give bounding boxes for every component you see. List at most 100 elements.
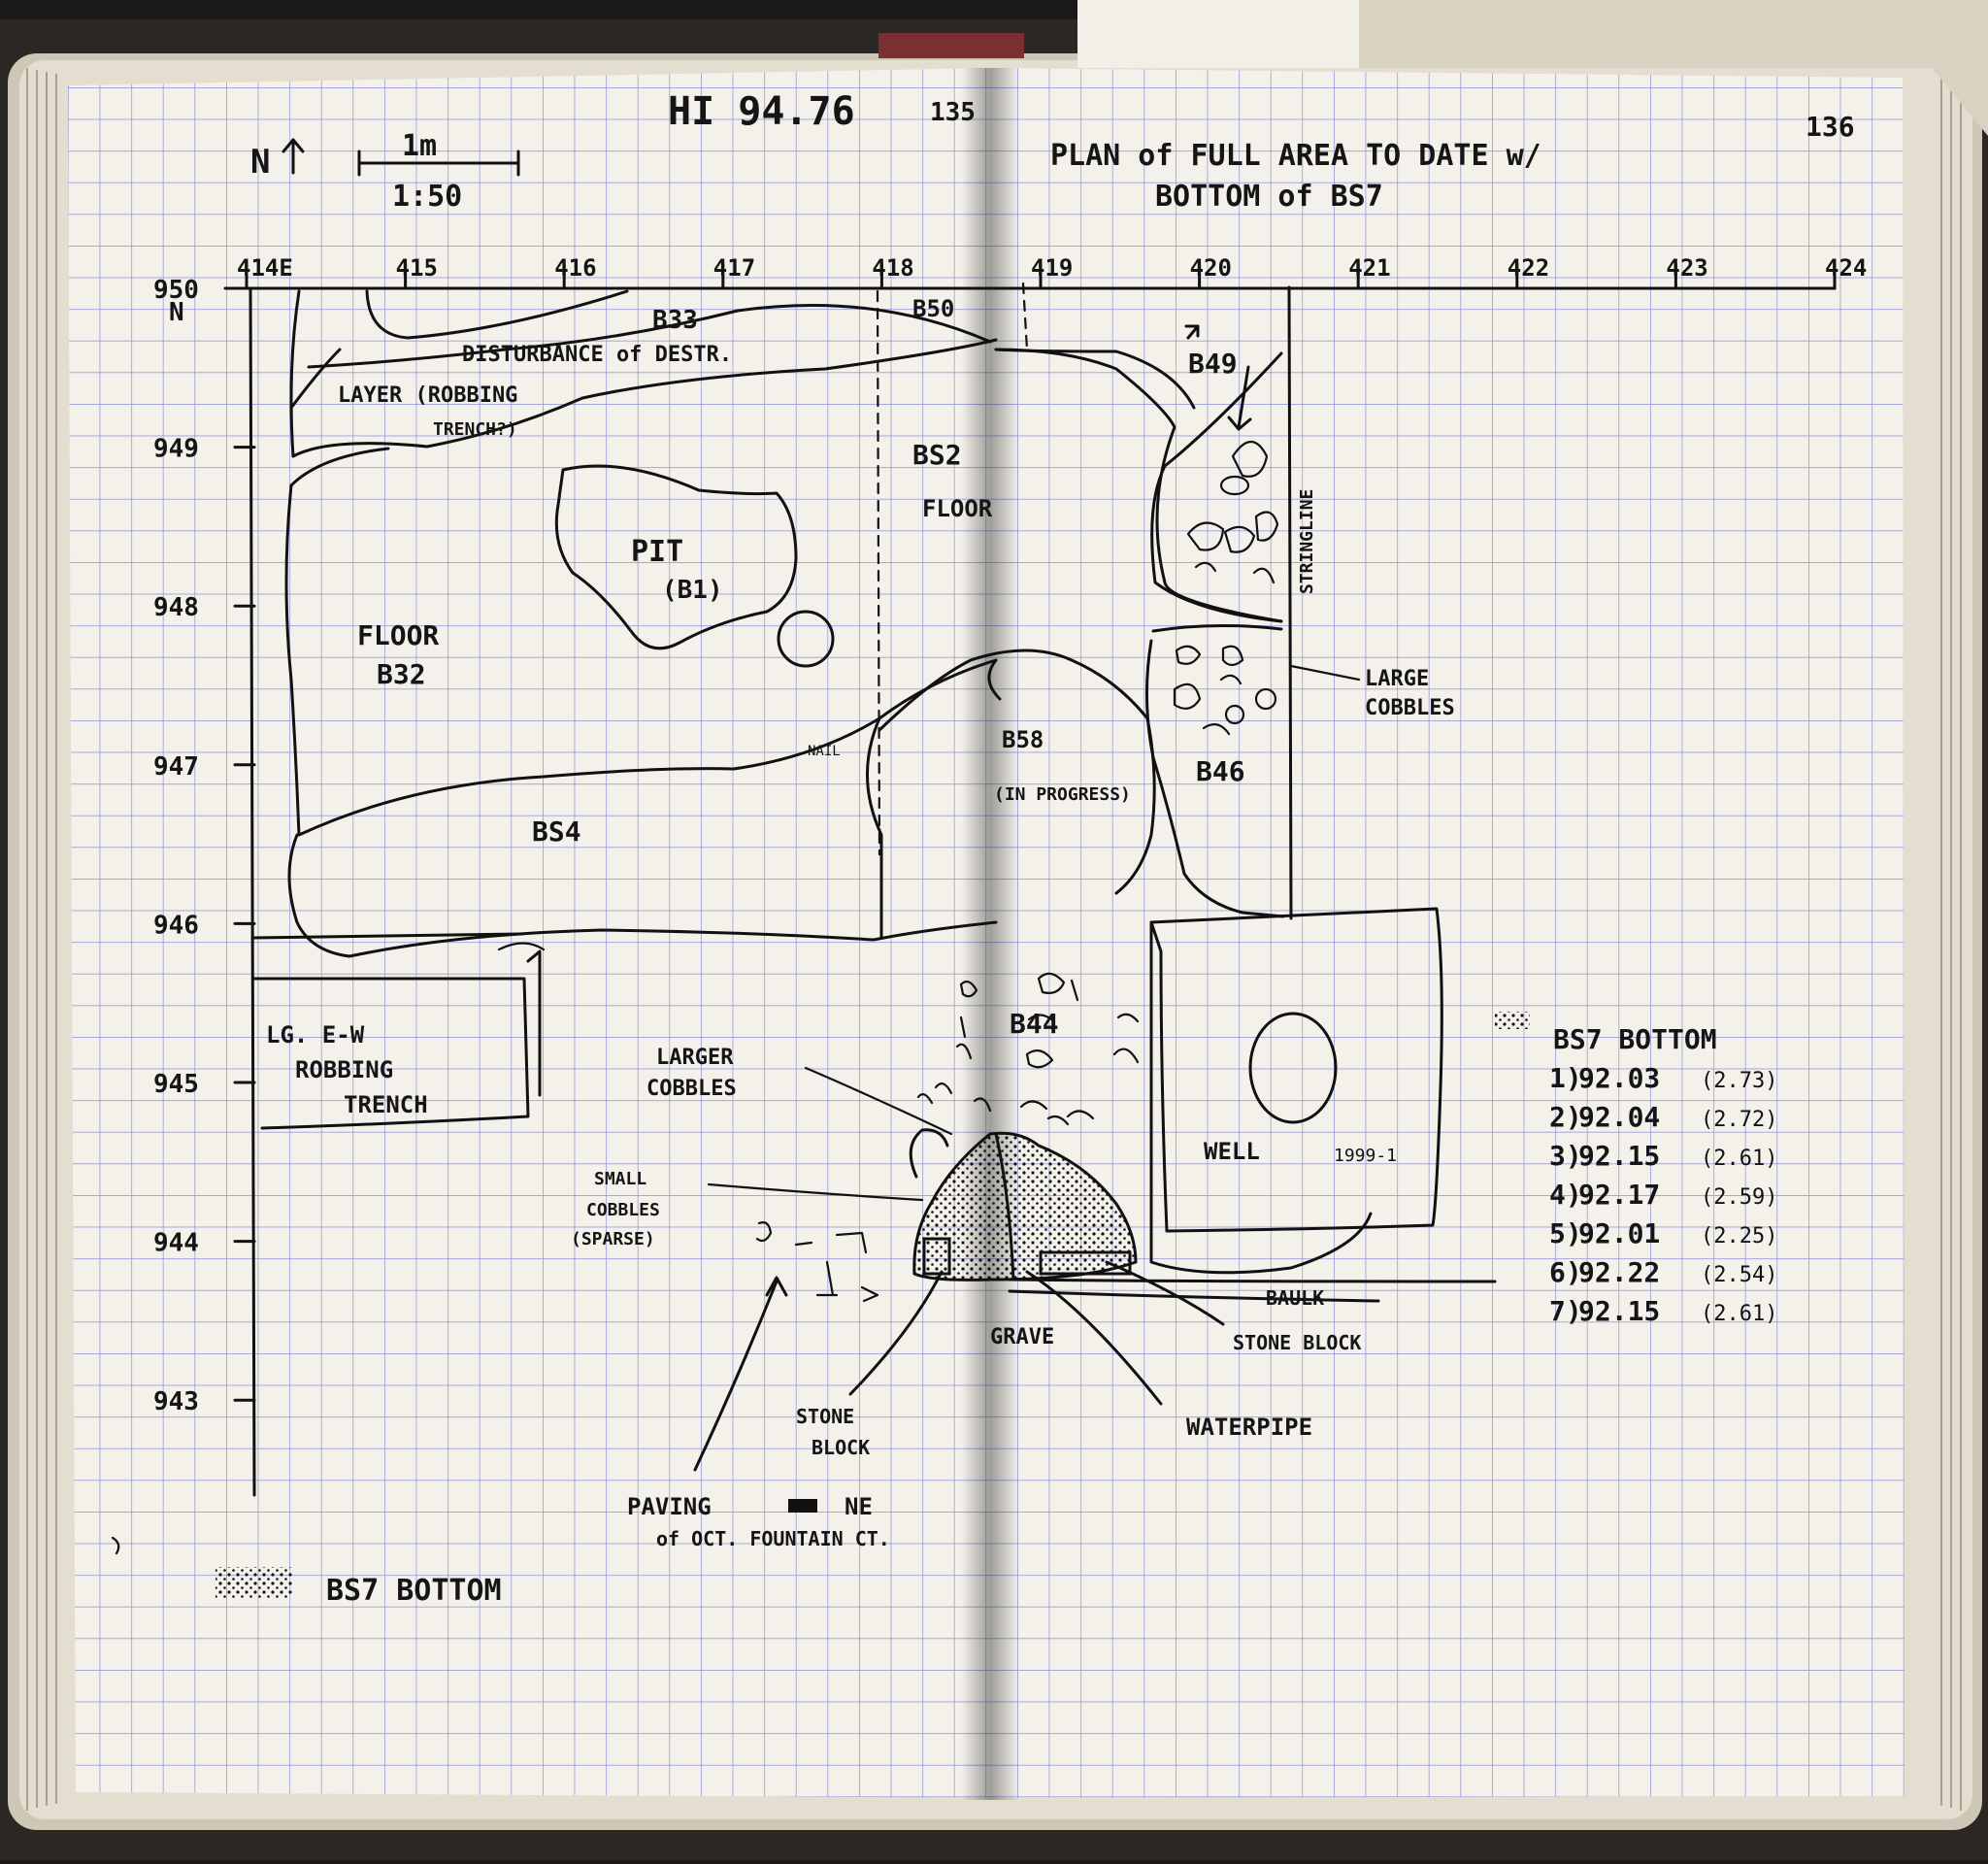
label-pit: PIT bbox=[631, 535, 683, 569]
gutter-shadow bbox=[961, 68, 1019, 1800]
label-lg-trench-3: TRENCH bbox=[344, 1091, 428, 1118]
label-b49: B49 bbox=[1188, 348, 1238, 380]
label-b46: B46 bbox=[1196, 755, 1245, 787]
north-label: N bbox=[250, 143, 270, 182]
label-waterpipe: WATERPIPE bbox=[1186, 1414, 1312, 1441]
b49-arrow-top bbox=[1184, 324, 1200, 340]
table-row-depth: (2.54) bbox=[1701, 1263, 1777, 1287]
label-floor: FLOOR bbox=[357, 619, 439, 651]
label-b33: B33 bbox=[652, 306, 698, 335]
easting-label: 419 bbox=[1031, 254, 1073, 282]
northing-label: 950 bbox=[153, 276, 199, 305]
pit-outline bbox=[554, 464, 798, 650]
north-arrow: N bbox=[250, 138, 305, 182]
label-floor-right: FLOOR bbox=[922, 495, 993, 522]
northing-label: 947 bbox=[153, 752, 199, 782]
floor-b32-outline bbox=[284, 483, 998, 837]
baulk-line-1 bbox=[1008, 1278, 1497, 1283]
large-cobbles-leader bbox=[1289, 664, 1361, 682]
label-block: BLOCK bbox=[812, 1436, 870, 1459]
north-arrow-icon bbox=[282, 138, 305, 175]
ribbon bbox=[878, 33, 1024, 58]
small-cobbles-leader bbox=[707, 1182, 924, 1202]
label-pit-b1: (B1) bbox=[662, 576, 723, 605]
label-disturbance: DISTURBANCE of DESTR. bbox=[462, 343, 732, 367]
table-row-number: 5) bbox=[1549, 1217, 1582, 1249]
stringline bbox=[1287, 285, 1293, 920]
b49-arrow bbox=[1227, 365, 1252, 431]
table-row-number: 6) bbox=[1549, 1256, 1582, 1288]
legend-label: BS7 BOTTOM bbox=[326, 1574, 502, 1608]
binding-tape bbox=[1359, 0, 1988, 136]
label-well-number: 1999-1 bbox=[1334, 1146, 1397, 1166]
table-row-number: 2) bbox=[1549, 1101, 1582, 1133]
b58-outline bbox=[878, 649, 1156, 895]
easting-label: 416 bbox=[554, 254, 596, 282]
stone-block-right bbox=[1039, 1250, 1132, 1276]
label-large: LARGE bbox=[1365, 667, 1429, 691]
table-row-elevation: 92.15 bbox=[1578, 1140, 1660, 1172]
table-row-elevation: 92.03 bbox=[1578, 1062, 1660, 1094]
pit-circle bbox=[777, 610, 835, 668]
well-box-inner bbox=[1149, 920, 1373, 1275]
label-b58-progress: (IN PROGRESS) bbox=[994, 784, 1131, 805]
cobbles-b44 bbox=[1019, 972, 1140, 1126]
well-circle bbox=[1248, 1012, 1338, 1124]
table-row-elevation: 92.15 bbox=[1578, 1295, 1660, 1327]
table-row-depth: (2.73) bbox=[1701, 1069, 1777, 1093]
label-paving: PAVING bbox=[627, 1493, 712, 1520]
disturbance-edge bbox=[307, 303, 992, 369]
table-row-elevation: 92.04 bbox=[1578, 1101, 1660, 1133]
legend: BS7 BOTTOM bbox=[215, 1567, 502, 1608]
lg-trench-outline bbox=[252, 977, 530, 1130]
b49-outline bbox=[1150, 351, 1283, 623]
label-b50: B50 bbox=[912, 295, 954, 322]
b46-top bbox=[1151, 623, 1283, 633]
label-well: WELL bbox=[1204, 1138, 1260, 1165]
scale-ratio: 1:50 bbox=[392, 180, 462, 214]
plan-title-line2: BOTTOM of BS7 bbox=[1155, 180, 1383, 214]
label-sparse: (SPARSE) bbox=[571, 1229, 655, 1249]
b33-outline bbox=[365, 289, 629, 340]
dashed-line-419 bbox=[1021, 282, 1029, 351]
bs7-elevation-table: BS7 BOTTOM 1)92.03(2.73)2)92.04(2.72)3)9… bbox=[1495, 1012, 1777, 1327]
right-page bbox=[990, 68, 1905, 1798]
margin-mark bbox=[111, 1536, 120, 1555]
label-small-cobbles: COBBLES bbox=[586, 1200, 660, 1220]
hi-elevation: HI 94.76 bbox=[668, 89, 855, 134]
larger-cobbles-leader bbox=[804, 1066, 953, 1136]
northing-label: 944 bbox=[153, 1229, 199, 1258]
easting-label: 415 bbox=[396, 254, 438, 282]
cobbles-b49 bbox=[1186, 440, 1279, 584]
easting-label: 418 bbox=[872, 254, 913, 282]
stone-block-left-leader bbox=[848, 1270, 944, 1396]
label-paving-ne: NE bbox=[845, 1493, 873, 1520]
cobbles-b46 bbox=[1173, 645, 1277, 736]
label-layer-2: TRENCH?) bbox=[433, 419, 517, 440]
paving-mark bbox=[788, 1499, 817, 1513]
label-nail: NAIL bbox=[808, 744, 841, 759]
easting-label: 424 bbox=[1825, 254, 1867, 282]
label-lg-trench-2: ROBBING bbox=[295, 1056, 393, 1083]
table-row-number: 4) bbox=[1549, 1179, 1582, 1211]
table-row-number: 3) bbox=[1549, 1140, 1582, 1172]
paving-sketch bbox=[755, 1221, 879, 1303]
easting-label: 421 bbox=[1348, 254, 1390, 282]
northing-label: 949 bbox=[153, 435, 199, 464]
table-title: BS7 BOTTOM bbox=[1553, 1023, 1717, 1055]
label-b58: B58 bbox=[1002, 726, 1044, 753]
page-number-right: 136 bbox=[1806, 111, 1855, 143]
table-row-depth: (2.25) bbox=[1701, 1224, 1777, 1248]
scale-length: 1m bbox=[402, 129, 437, 163]
label-stone-block-right: STONE BLOCK bbox=[1233, 1331, 1361, 1354]
northing-suffix: N bbox=[169, 298, 184, 327]
table-row-elevation: 92.01 bbox=[1578, 1217, 1660, 1249]
easting-label: 414E bbox=[237, 254, 293, 282]
easting-label: 417 bbox=[713, 254, 755, 282]
label-larger: LARGER bbox=[656, 1046, 734, 1070]
label-bs2: BS2 bbox=[912, 439, 962, 471]
table-row-elevation: 92.17 bbox=[1578, 1179, 1660, 1211]
label-b44: B44 bbox=[1010, 1008, 1059, 1040]
